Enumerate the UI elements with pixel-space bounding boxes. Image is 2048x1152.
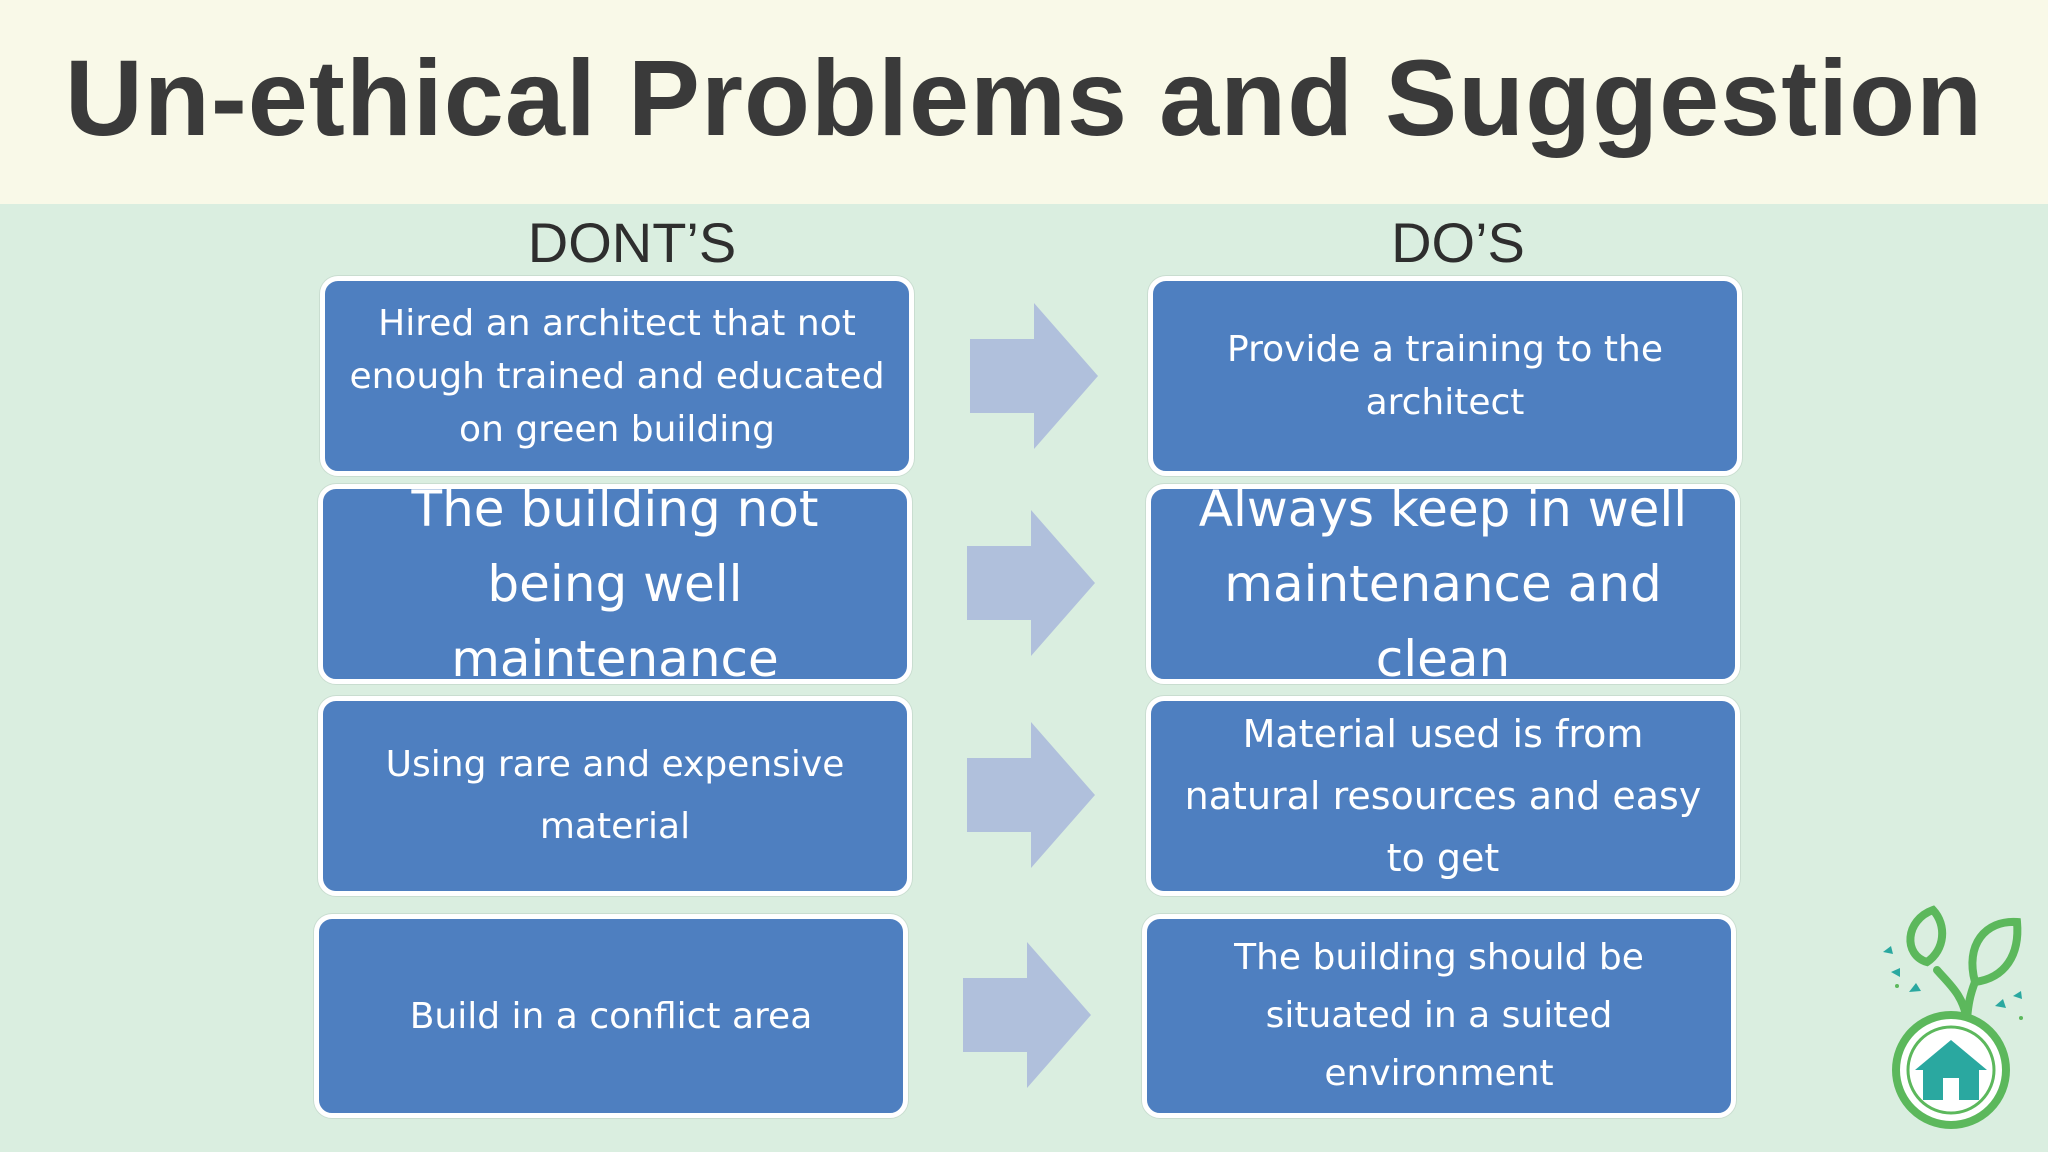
- dont-card-2: The building not being well maintenance: [318, 480, 912, 688]
- do-card-1: Provide a training to the architect: [1148, 276, 1742, 476]
- do-text-2: Always keep in well maintenance and clea…: [1198, 479, 1688, 688]
- dont-text-1: Hired an architect that not enough train…: [349, 302, 885, 450]
- right-arrow-icon: [970, 303, 1098, 449]
- right-arrow-icon: [967, 510, 1095, 656]
- dos-header: DO’S: [1391, 211, 1525, 274]
- green-house-logo-icon: [1883, 905, 2023, 1129]
- do-text-4: The building should be situated in a sui…: [1234, 937, 1644, 1094]
- dont-card-3: Using rare and expensive material: [318, 696, 912, 896]
- right-arrow-icon: [963, 942, 1091, 1088]
- donts-header: DONT’S: [527, 211, 737, 274]
- dont-text-4: Build in a conflict area: [409, 995, 813, 1037]
- do-card-3: Material used is from natural resources …: [1146, 696, 1740, 896]
- dont-text-3: Using rare and expensive material: [385, 744, 845, 847]
- do-text-1: Provide a training to the architect: [1227, 329, 1663, 423]
- right-arrow-icon: [967, 722, 1095, 868]
- dont-card-4: Build in a conflict area: [314, 914, 908, 1118]
- do-text-3: Material used is from natural resources …: [1184, 712, 1702, 880]
- dont-text-2: The building not being well maintenance: [411, 479, 819, 688]
- title-band: Un-ethical Problems and Suggestion: [0, 0, 2048, 204]
- do-card-4: The building should be situated in a sui…: [1142, 914, 1736, 1118]
- slide-title: Un-ethical Problems and Suggestion: [64, 36, 1984, 158]
- dont-card-1: Hired an architect that not enough train…: [320, 276, 914, 476]
- do-card-2: Always keep in well maintenance and clea…: [1146, 480, 1740, 688]
